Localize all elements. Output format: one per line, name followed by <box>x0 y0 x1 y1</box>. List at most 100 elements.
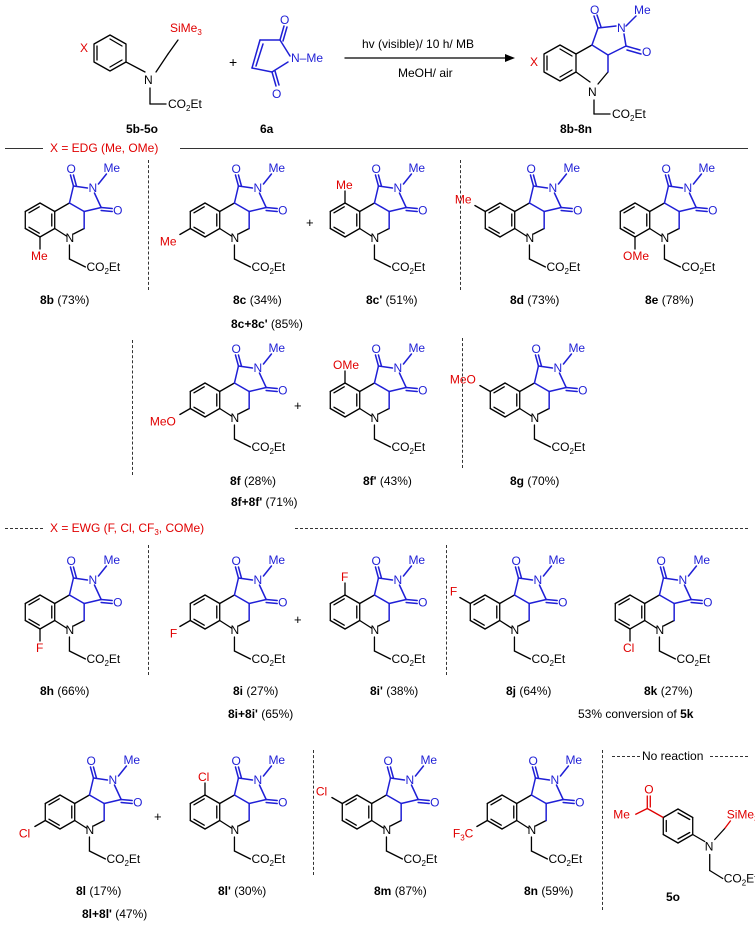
no-reaction-rule-left <box>612 756 640 757</box>
chloro-substituent: Cl <box>19 827 30 841</box>
n-atom-imide: N <box>88 181 97 195</box>
reaction-arrow <box>344 54 515 62</box>
o-atom: O <box>371 554 380 568</box>
label-8m: 8m (87%) <box>374 884 427 898</box>
n-atom-imide: N <box>553 361 562 375</box>
methoxy-substituent: MeO <box>150 415 176 429</box>
o-atom: O <box>661 162 670 176</box>
o-atom: O <box>231 342 240 356</box>
ewg-rule-left <box>5 528 43 529</box>
co2et-group: CO2Et <box>251 440 285 456</box>
fluoro-substituent: F <box>36 641 43 655</box>
o-atom: O <box>86 754 95 768</box>
n-atom: N <box>370 411 379 425</box>
n-atom-imide: N <box>683 181 692 195</box>
n-atom-imide: N <box>253 573 262 587</box>
label-8f-prime: 8f' (43%) <box>363 474 412 488</box>
sime3-group: SiMe3 <box>170 21 202 37</box>
co2et-group: CO2Et <box>551 440 585 456</box>
methyl-acetyl: Me <box>613 808 630 822</box>
label-5o: 5o <box>666 890 681 904</box>
methyl-n: Me <box>268 753 285 767</box>
co2et-group: CO2Et <box>681 260 715 276</box>
separator <box>462 338 463 468</box>
n-atom-imide: N <box>253 773 262 787</box>
n-atom: N <box>370 623 379 637</box>
chloro-substituent: Cl <box>198 770 209 784</box>
n-atom: N <box>660 231 669 245</box>
methyl-substituent: Me <box>31 249 48 263</box>
o-atom: O <box>578 384 587 398</box>
o-atom: O <box>511 554 520 568</box>
plus-sign: + <box>306 215 314 230</box>
n-atom-imide: N <box>253 181 262 195</box>
x-substituent-product: X <box>530 55 538 69</box>
methyl-n: Me <box>103 161 120 175</box>
o-atom: O <box>113 596 122 610</box>
co2et-group: CO2Et <box>251 260 285 276</box>
edg-rule-right <box>180 148 748 149</box>
label-8i: 8i (27%) <box>233 684 279 698</box>
n-atom: N <box>230 823 239 837</box>
reagent-5b-5o-structure: X N SiMe3 CO2Et <box>80 21 202 113</box>
o-atom: O <box>231 554 240 568</box>
n-atom: N <box>230 623 239 637</box>
methyl-n: Me <box>123 753 140 767</box>
methyl-n: Me <box>565 753 582 767</box>
o-atom: O <box>371 162 380 176</box>
reagent1-label: 5b-5o <box>126 122 159 136</box>
compound-5o-structure: OMeNSiMe3CO2Et <box>613 783 755 888</box>
separator <box>602 750 603 910</box>
n-atom-imide: N <box>253 361 262 375</box>
label-8n: 8n (59%) <box>524 884 574 898</box>
methyl-n: Me <box>698 161 715 175</box>
n-me-label: N–Me <box>291 51 323 65</box>
n-atom-imide: N <box>533 573 542 587</box>
o-atom: O <box>278 796 287 810</box>
label-8e: 8e (78%) <box>645 293 694 307</box>
maleimide-6a-structure: O O N–Me <box>251 13 323 101</box>
plus-sign: + <box>294 612 302 627</box>
chloro-substituent: Cl <box>316 785 327 799</box>
reagent2-label: 6a <box>260 122 274 136</box>
o-atom: O <box>656 554 665 568</box>
co2et-group: CO2Et <box>168 97 202 113</box>
co2et-group: CO2Et <box>251 852 285 868</box>
co2et-group: CO2Et <box>106 852 140 868</box>
o-atom: O <box>231 754 240 768</box>
methyl-n: Me <box>548 553 565 567</box>
plus-sign: + <box>229 54 238 70</box>
label-8f-combined: 8f+8f' (71%) <box>231 495 298 509</box>
co2et-group: CO2Et <box>724 872 755 888</box>
n-atom: N <box>65 231 74 245</box>
n-atom: N <box>530 411 539 425</box>
conditions-bottom: MeOH/ air <box>398 66 453 80</box>
ewg-header: X = EWG (F, Cl, CF3, COMe) <box>50 521 205 537</box>
x-substituent: X <box>80 41 88 55</box>
methyl-n: Me <box>268 341 285 355</box>
n-atom: N <box>527 823 536 837</box>
n-atom: N <box>655 623 664 637</box>
co2et-group: CO2Et <box>531 652 565 668</box>
label-8k: 8k (27%) <box>644 684 693 698</box>
o-atom-p1: O <box>590 3 599 17</box>
n-atom: N <box>705 840 714 854</box>
separator <box>132 340 133 475</box>
edg-header: X = EDG (Me, OMe) <box>50 141 159 155</box>
o-atom: O <box>703 596 712 610</box>
o-atom: O <box>418 204 427 218</box>
co2et-group: CO2Et <box>391 440 425 456</box>
co2et-group: CO2Et <box>548 852 582 868</box>
n-atom: N <box>525 231 534 245</box>
o-atom-top: O <box>280 13 289 27</box>
o-atom: O <box>708 204 717 218</box>
o-atom: O <box>418 596 427 610</box>
label-8h: 8h (66%) <box>40 684 90 698</box>
methoxy-substituent: OMe <box>333 358 359 372</box>
